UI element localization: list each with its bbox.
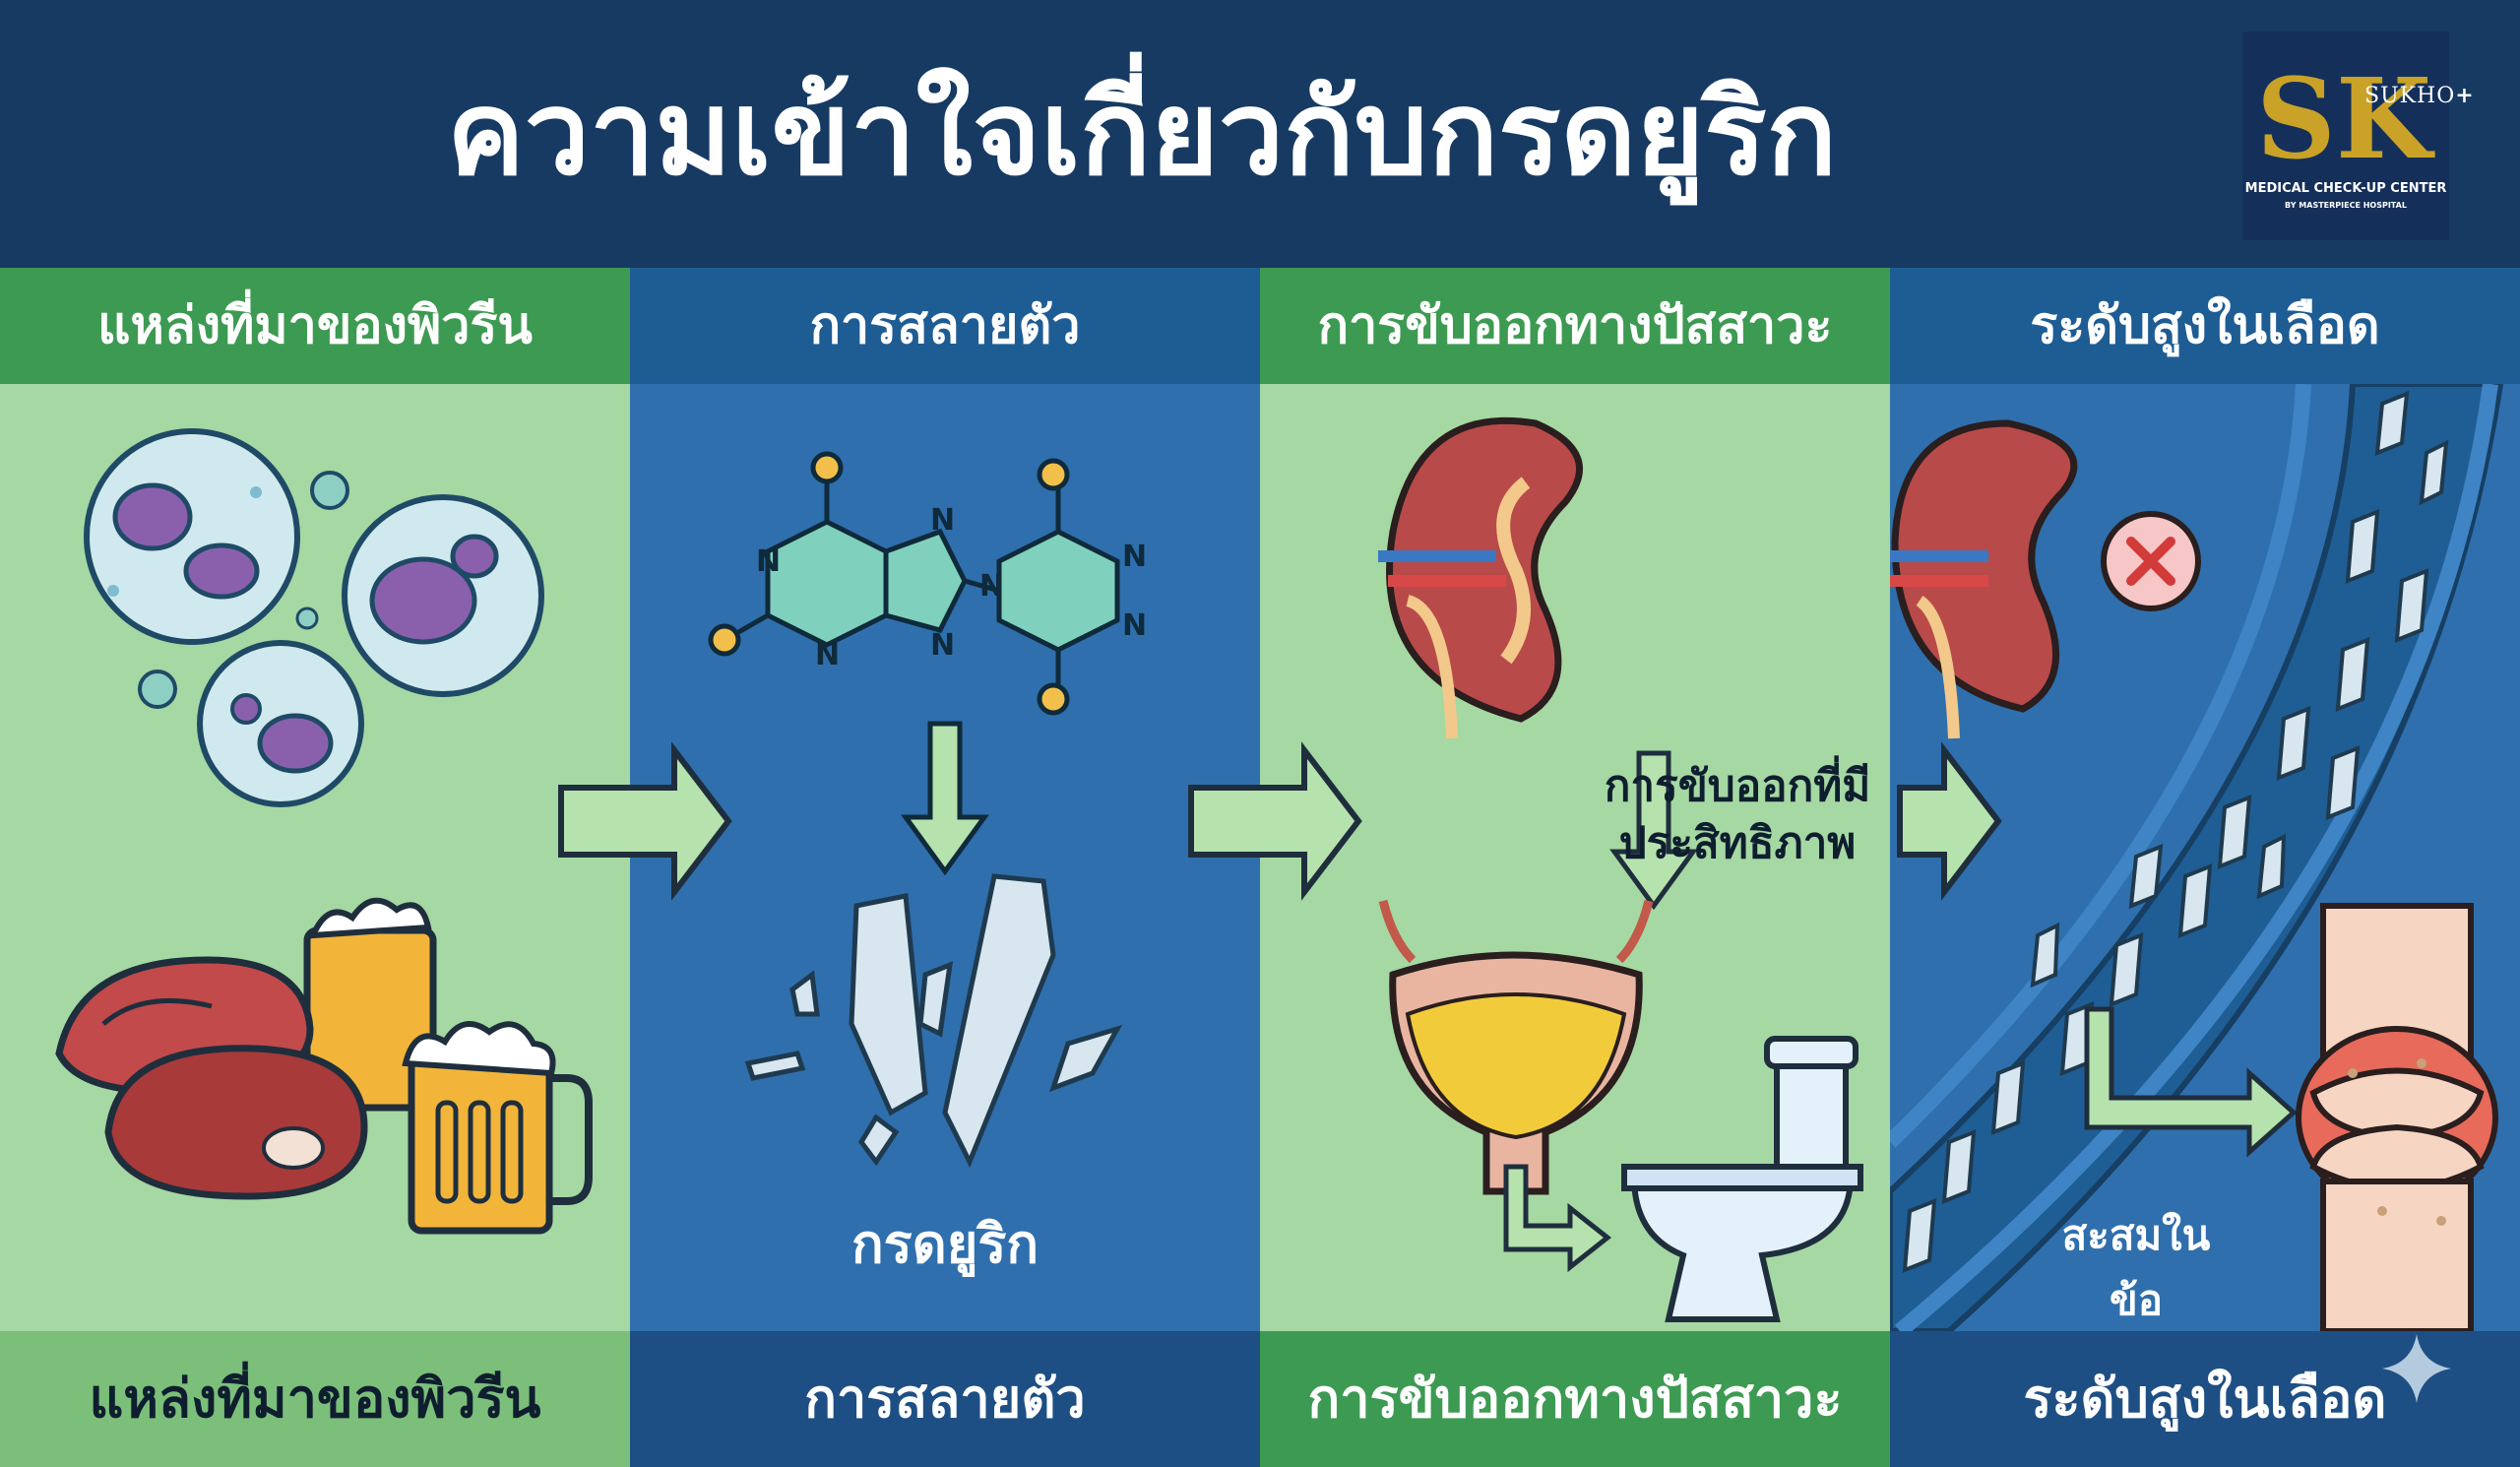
- atom-label: N: [1122, 608, 1147, 643]
- purine-cells-icon: [84, 428, 544, 807]
- kidney-icon: [1890, 419, 2078, 739]
- stage-3-footer: การขับออกทางปัสสาวะ: [1260, 1331, 1890, 1467]
- flow-arrow-1-icon: [558, 741, 732, 901]
- stage-2-footer: การสลายตัว: [630, 1331, 1260, 1467]
- toilet-icon: [1621, 1036, 1863, 1322]
- stage-1-header: แหล่งที่มาของพิวรีน: [0, 268, 630, 384]
- logo-mark-text: SK: [2256, 55, 2435, 184]
- crystal-cluster-icon: [1902, 390, 2449, 1274]
- stage-4-header: ระดับสูงในเลือด: [1890, 268, 2520, 384]
- right-turn-arrow-icon: [2084, 1006, 2298, 1158]
- uric-acid-label: กรดยูริก: [850, 1213, 1040, 1275]
- stage-1-footer: แหล่งที่มาของพิวรีน: [0, 1331, 630, 1467]
- atom-label: N: [756, 544, 781, 579]
- atom-label: N: [930, 628, 955, 663]
- flow-arrow-3-icon: [1897, 741, 2002, 901]
- blocked-x-icon: [2101, 511, 2201, 611]
- logo-line-2: BY MASTERPIECE HOSPITAL: [2285, 201, 2407, 210]
- blood-vessel-icon: [1890, 384, 2504, 1331]
- down-arrow-icon: [1609, 750, 1698, 911]
- sparkle-icon: [2382, 1334, 2451, 1403]
- purine-molecule-icon: [708, 451, 1120, 716]
- flow-arrow-2-icon: [1188, 741, 1362, 901]
- stage-2-header: การสลายตัว: [630, 268, 1260, 384]
- logo-brand: SUKHO+: [2364, 83, 2475, 108]
- knee-joint-icon: [2296, 903, 2498, 1331]
- bladder-icon: [1378, 899, 1654, 1195]
- stage-1-panel: [0, 384, 630, 1331]
- atom-label: N: [1122, 540, 1147, 574]
- atom-label: N: [930, 503, 955, 538]
- atom-label: N: [979, 569, 1004, 604]
- title-bar: ความเข้าใจเกี่ยวกับกรดยูริก SK SUKHO+ ME…: [0, 0, 2520, 268]
- stage-3-header: การขับออกทางปัสสาวะ: [1260, 268, 1890, 384]
- kidney-icon: [1378, 416, 1583, 739]
- joint-accumulation-label: สะสมในข้อ: [2061, 1211, 2211, 1324]
- efficient-excretion-label: การขับออกที่มีประสิทธิภาพ: [1604, 761, 1871, 868]
- down-arrow-icon: [901, 721, 989, 876]
- right-turn-arrow-icon: [1503, 1164, 1612, 1273]
- stage-2-panel: N N N N N N N: [630, 384, 1260, 1331]
- page-title: ความเข้าใจเกี่ยวกับกรดยูริก: [446, 65, 1838, 201]
- atom-label: N: [815, 638, 840, 672]
- sk-logo-mark-icon: SK: [2256, 55, 2435, 184]
- stage-3-panel: [1260, 384, 1890, 1331]
- logo-line-1: MEDICAL CHECK-UP CENTER: [2244, 181, 2447, 196]
- meat-beer-icon: [55, 897, 593, 1235]
- uric-crystal-icon: [744, 873, 1123, 1169]
- stage-4-panel: [1890, 384, 2520, 1331]
- sk-logo: SK SUKHO+ MEDICAL CHECK-UP CENTER BY MAS…: [2242, 32, 2474, 240]
